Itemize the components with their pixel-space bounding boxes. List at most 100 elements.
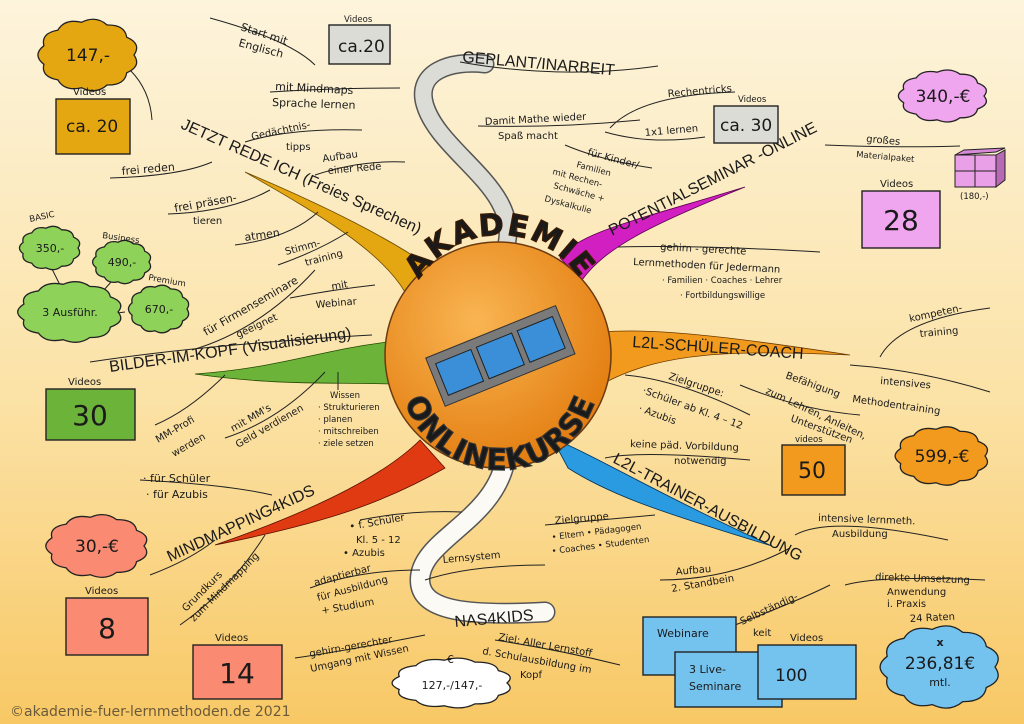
videos-count: ca. 30	[720, 116, 772, 136]
gift-box-icon	[954, 147, 1006, 189]
videos-count: 14	[219, 657, 255, 690]
item: Wissen	[330, 391, 360, 401]
tier-price: 490,-	[108, 256, 136, 269]
item: tieren	[193, 216, 222, 227]
rates-times: x	[936, 636, 943, 649]
branch-geplant	[413, 53, 518, 260]
videos-label: Videos	[85, 586, 118, 597]
item: · mitschreiben	[318, 427, 379, 437]
item: intensive lernmeth.	[818, 513, 916, 527]
price: 147,-	[66, 46, 110, 66]
live-label: Seminare	[689, 680, 742, 693]
tier-cloud	[127, 284, 190, 334]
videos-label: Videos	[68, 377, 101, 388]
videos-box	[713, 105, 779, 144]
branch-nas	[409, 451, 556, 624]
item: i. Praxis	[887, 599, 926, 610]
price: 127,-/147,-	[422, 679, 483, 692]
item: Zielgruppe	[554, 511, 609, 527]
item: · Fortbildungswillige	[680, 291, 765, 301]
videos-count: 100	[775, 666, 807, 686]
price-cloud	[391, 657, 511, 709]
item: training	[919, 326, 959, 340]
branch-label-nas: NAS4KIDS	[454, 607, 534, 631]
item: · ziele setzen	[318, 439, 374, 449]
item: Anwendung	[887, 587, 946, 598]
branch-trainer	[551, 437, 773, 547]
item: intensives	[880, 376, 932, 391]
item: atmen	[244, 226, 281, 244]
item: tipps	[286, 142, 311, 153]
rates-label: 24 Raten	[910, 612, 956, 625]
videos-label: Videos	[215, 633, 248, 644]
package-price: (180,-)	[960, 192, 989, 202]
videos-label: Videos	[880, 179, 913, 190]
item: 1x1 lernen	[644, 123, 698, 139]
videos-box	[757, 644, 857, 700]
videos-label: Videos	[344, 15, 373, 25]
videos-count: ca. 20	[66, 117, 118, 137]
rates-price: 236,81€	[905, 654, 975, 674]
item: direkte Umsetzung	[875, 572, 970, 586]
videos-label: Videos	[73, 87, 106, 98]
branch-potential	[559, 186, 746, 281]
center-logo: AKADEMIE ONLINEKURSE	[384, 207, 612, 479]
film-strip-icon	[425, 304, 576, 407]
price: 30,-€	[75, 537, 119, 557]
item: Aufbau	[675, 564, 711, 578]
tier-cloud	[91, 239, 152, 285]
videos-count: 8	[98, 612, 116, 645]
videos-box	[781, 444, 846, 496]
item: Damit Mathe wieder	[485, 112, 588, 128]
live-label: 3 Live-	[689, 663, 726, 676]
item: mit Mindmaps	[275, 80, 354, 97]
item: mit	[331, 279, 349, 293]
videos-count: ca.20	[338, 37, 385, 57]
item: notwendig	[674, 456, 727, 467]
videos-box	[65, 597, 149, 656]
item: Kl. 5 - 12	[356, 535, 401, 546]
price-symbol: €	[447, 653, 454, 666]
price-cloud	[37, 18, 138, 92]
item: Lernsystem	[442, 550, 501, 566]
copyright-footer: ©akademie-fuer-lernmethoden.de 2021	[10, 704, 291, 720]
item: Aufbau	[322, 149, 359, 165]
item: frei reden	[121, 160, 175, 178]
branch-bilder	[194, 341, 393, 385]
videos-label: Videos	[738, 95, 767, 105]
item: keit	[753, 628, 771, 639]
videos-label: Videos	[790, 633, 823, 644]
videos-count: 28	[883, 204, 919, 237]
item: Sprache lernen	[272, 96, 356, 112]
tier-root: 3 Ausführ.	[42, 306, 98, 319]
item: • Azubis	[343, 548, 385, 559]
item: · Familien · Coaches · Lehrer	[662, 276, 783, 286]
tier-root-cloud	[17, 281, 122, 343]
item: Webinar	[315, 296, 358, 311]
pricing-tiers: BASIC 350,- Business 490,- Premium 670,-…	[17, 210, 190, 343]
rates-cloud	[879, 625, 999, 709]
price-cloud	[894, 426, 989, 486]
price-cloud	[45, 514, 148, 578]
webinare-label: Webinare	[657, 627, 709, 640]
videos-box	[861, 190, 941, 249]
videos-box	[192, 644, 283, 700]
item: gehirn - gerechte	[660, 242, 747, 258]
item: einer Rede	[327, 161, 382, 177]
rates-unit: mtl.	[929, 676, 951, 689]
tier-price: 670,-	[145, 303, 173, 316]
connector-lines	[89, 17, 991, 666]
videos-box	[328, 24, 391, 65]
videos-box	[55, 98, 131, 155]
branch-mindmapping	[214, 439, 446, 546]
item: keine päd. Vorbildung	[630, 439, 739, 454]
videos-count: 30	[72, 399, 108, 432]
videos-count: 50	[798, 459, 826, 484]
videos-box	[45, 388, 136, 441]
tier-price: 350,-	[36, 242, 64, 255]
item: Ausbildung	[832, 529, 888, 540]
item: · für Azubis	[146, 488, 208, 501]
item: großes	[866, 134, 901, 148]
